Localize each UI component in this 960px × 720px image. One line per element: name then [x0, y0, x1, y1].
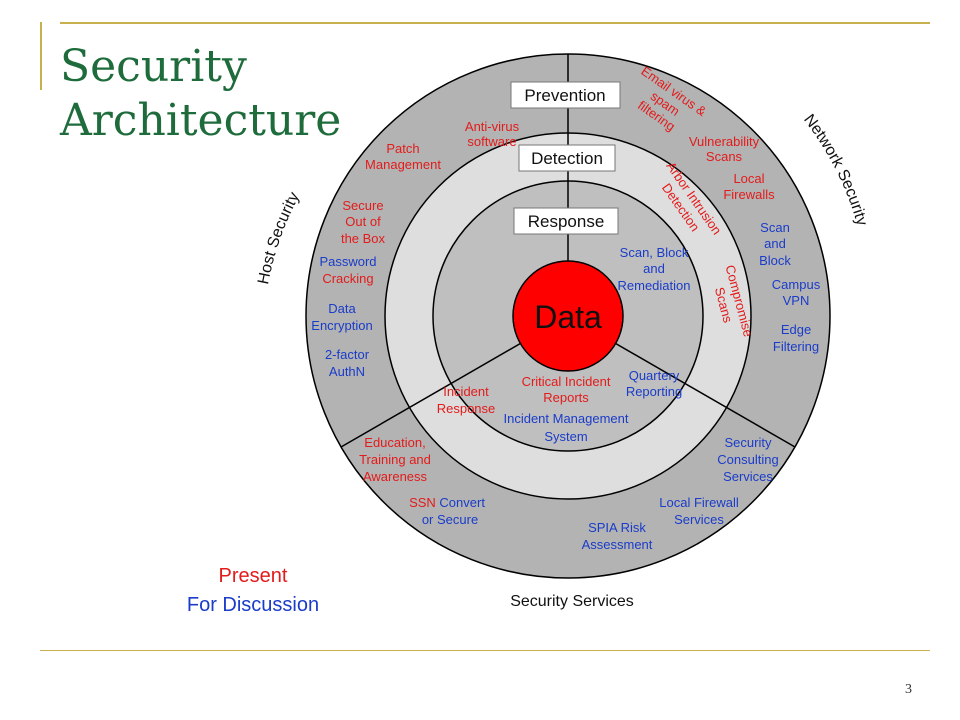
svg-text:and: and [643, 261, 665, 276]
svg-text:Incident: Incident [443, 384, 489, 399]
svg-text:and: and [764, 236, 786, 251]
svg-text:Security: Security [725, 435, 772, 450]
svg-text:Scan, Block: Scan, Block [620, 245, 689, 260]
svg-text:Critical Incident: Critical Incident [522, 374, 611, 389]
svg-text:software: software [467, 134, 516, 149]
svg-text:Response: Response [437, 401, 496, 416]
svg-text:Campus: Campus [772, 277, 821, 292]
svg-text:Awareness: Awareness [363, 469, 428, 484]
svg-text:Reports: Reports [543, 390, 589, 405]
antivirus-item: Anti-virus software [465, 119, 520, 149]
svg-text:Scan: Scan [760, 220, 790, 235]
local-firewalls-item: Local Firewalls [723, 171, 775, 202]
slide-title: Security Architecture [60, 40, 360, 148]
incident-response-item: Incident Response [437, 384, 496, 416]
svg-text:SPIA Risk: SPIA Risk [588, 520, 646, 535]
edge-filtering-item: Edge Filtering [773, 322, 819, 354]
host-security-label: Host Security [255, 189, 303, 285]
svg-text:Block: Block [759, 253, 791, 268]
svg-text:the Box: the Box [341, 231, 386, 246]
prevention-label: Prevention [524, 86, 605, 105]
svg-text:Edge: Edge [781, 322, 811, 337]
svg-text:Assessment: Assessment [582, 537, 653, 552]
svg-text:Services: Services [674, 512, 724, 527]
svg-text:Local Firewall: Local Firewall [659, 495, 739, 510]
scan-block-remediation-item: Scan, Block and Remediation [618, 245, 691, 293]
incident-management-item: Incident Management System [503, 411, 628, 444]
response-label: Response [528, 212, 605, 231]
left-rule [40, 22, 42, 90]
education-item: Education, Training and Awareness [359, 435, 431, 484]
svg-text:System: System [544, 429, 587, 444]
vulnerability-scans-item: Vulnerability Scans [689, 134, 760, 164]
svg-text:Consulting: Consulting [717, 452, 778, 467]
svg-text:Local: Local [733, 171, 764, 186]
campus-vpn-item: Campus VPN [772, 277, 821, 308]
svg-text:Out of: Out of [345, 214, 381, 229]
top-rule [60, 22, 930, 24]
svg-text:Anti-virus: Anti-virus [465, 119, 520, 134]
ssn-item: SSN Convert or Secure [409, 495, 485, 527]
svg-text:Remediation: Remediation [618, 278, 691, 293]
password-cracking-item: Password Cracking [319, 254, 376, 286]
two-factor-item: 2-factor AuthN [325, 347, 370, 379]
svg-text:Filtering: Filtering [773, 339, 819, 354]
svg-text:Cracking: Cracking [322, 271, 373, 286]
data-core-label: Data [534, 299, 602, 335]
svg-text:VPN: VPN [783, 293, 810, 308]
svg-text:or Secure: or Secure [422, 512, 478, 527]
svg-text:Vulnerability: Vulnerability [689, 134, 760, 149]
spia-item: SPIA Risk Assessment [582, 520, 653, 552]
svg-text:SSN Convert: SSN Convert [409, 495, 485, 510]
svg-text:Data: Data [328, 301, 356, 316]
security-services-label: Security Services [510, 593, 634, 610]
page-number: 3 [905, 682, 912, 697]
legend-discussion: For Discussion [187, 594, 319, 616]
data-encryption-item: Data Encryption [311, 301, 372, 333]
svg-text:Secure: Secure [342, 198, 383, 213]
network-security-label: Network Security [800, 111, 870, 227]
patch-management-item: Patch Management [365, 141, 441, 172]
data-core [512, 260, 624, 372]
legend-present: Present [219, 565, 288, 587]
prevention-box [510, 81, 621, 109]
svg-text:Scans: Scans [706, 149, 743, 164]
svg-text:Encryption: Encryption [311, 318, 372, 333]
critical-incident-item: Critical Incident Reports [522, 374, 611, 405]
local-firewall-services-item: Local Firewall Services [659, 495, 739, 527]
detection-box [518, 144, 616, 172]
svg-text:Password: Password [319, 254, 376, 269]
scan-block-item: Scan and Block [759, 220, 791, 268]
secure-box-item: Secure Out of the Box [341, 198, 386, 246]
detection-label: Detection [531, 149, 603, 168]
svg-text:Management: Management [365, 157, 441, 172]
svg-text:Services: Services [723, 469, 773, 484]
svg-text:2-factor: 2-factor [325, 347, 370, 362]
svg-text:Training and: Training and [359, 452, 431, 467]
svg-text:Firewalls: Firewalls [723, 187, 775, 202]
security-consulting-item: Security Consulting Services [717, 435, 778, 484]
svg-text:Patch: Patch [386, 141, 419, 156]
response-box [513, 207, 619, 235]
bottom-rule [40, 650, 930, 651]
svg-text:Education,: Education, [364, 435, 425, 450]
title-line-1: Security [60, 41, 247, 92]
svg-text:AuthN: AuthN [329, 364, 365, 379]
svg-text:Incident Management: Incident Management [503, 411, 628, 426]
quarterly-reporting-item: Quartery Reporting [626, 368, 682, 399]
svg-text:Quartery: Quartery [629, 368, 680, 383]
title-line-2: Architecture [60, 95, 342, 146]
svg-text:Reporting: Reporting [626, 384, 682, 399]
